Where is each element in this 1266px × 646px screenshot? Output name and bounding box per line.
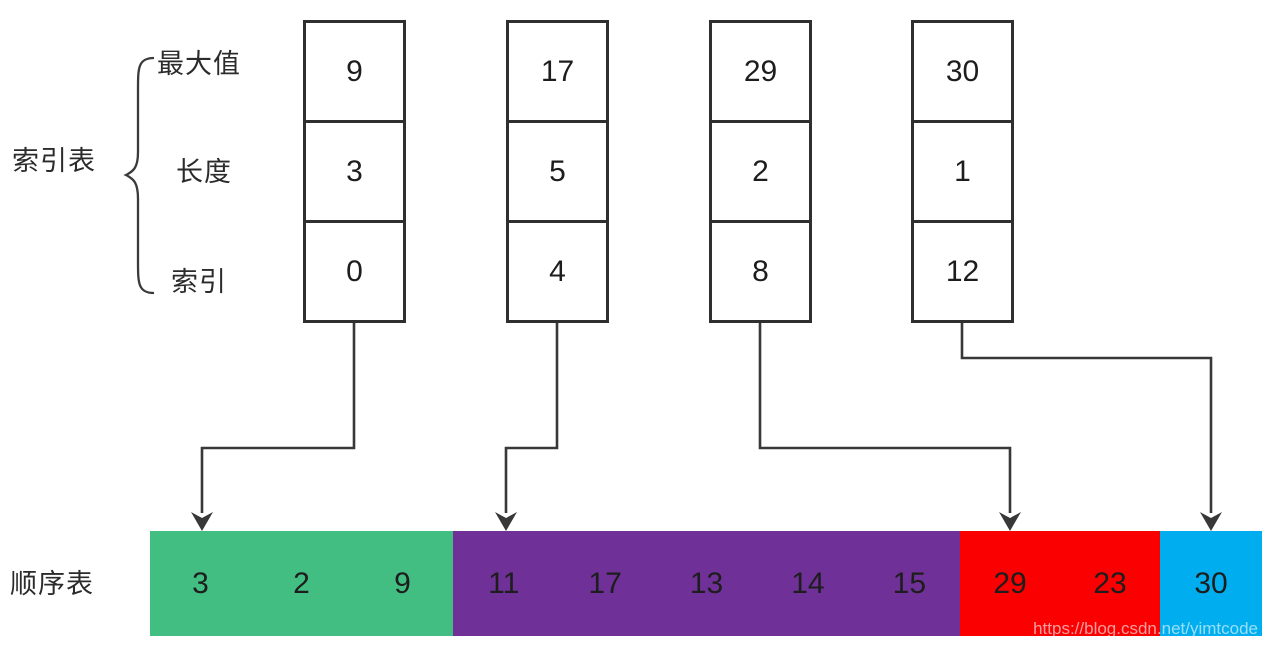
index-entry-2-index: 4 [509,223,606,320]
cell-value: 11 [488,566,520,600]
cell-value: 13 [689,566,724,600]
cell-value: 9 [346,54,363,88]
index-entry-4: 30 1 12 [911,20,1014,323]
sequence-cell: 3 [150,531,251,636]
cell-value: 9 [394,566,411,600]
cell-value: 30 [945,54,980,88]
cell-value: 2 [293,566,310,600]
cell-value: 29 [743,54,778,88]
index-entry-3: 29 2 8 [709,20,812,323]
arrow-block-2 [495,323,559,531]
index-entry-2-max: 17 [509,23,606,123]
cell-value: 17 [540,54,575,88]
index-entry-4-index: 12 [914,223,1011,320]
arrow-block-4 [960,323,1222,531]
sequence-block-3: 29 23 [960,531,1160,636]
index-entry-1-index: 0 [306,223,403,320]
cell-value: 5 [549,154,566,188]
sequence-cell: 30 [1160,531,1262,636]
index-table-label: 索引表 [12,146,96,176]
arrow-block-1 [191,323,356,531]
cell-value: 17 [588,566,622,600]
cell-value: 3 [192,566,209,600]
index-entry-2: 17 5 4 [506,20,609,323]
cell-value: 3 [346,154,363,188]
cell-value: 15 [892,566,927,600]
index-entry-4-max: 30 [914,23,1011,123]
index-entry-1-length: 3 [306,123,403,223]
index-entry-1-max: 9 [306,23,403,123]
sequence-cell: 9 [352,531,453,636]
sequence-table-label: 顺序表 [10,569,94,599]
sequence-cell: 13 [656,531,757,636]
cell-value: 23 [1093,566,1127,600]
sequence-cell: 15 [859,531,960,636]
cell-value: 8 [752,254,769,288]
sequence-block-4: 30 [1160,531,1262,636]
index-entry-3-index: 8 [712,223,809,320]
cell-value: 0 [346,254,363,288]
sequence-cell: 29 [960,531,1060,636]
index-entry-4-length: 1 [914,123,1011,223]
sequence-cell: 2 [251,531,352,636]
row-label-index: 索引 [171,267,227,297]
watermark-url: https://blog.csdn.net/yimtcode [1033,619,1258,638]
index-entry-3-length: 2 [712,123,809,223]
cell-value: 29 [993,566,1027,600]
cell-value: 12 [945,254,980,288]
cell-value: 1 [954,154,971,188]
cell-value: 4 [549,254,566,288]
sequence-cell: 23 [1060,531,1160,636]
sequence-block-2: 11 17 13 14 15 [453,531,960,636]
curly-brace [123,56,155,295]
cell-value: 30 [1194,566,1228,600]
row-label-length: 长度 [176,157,232,187]
index-entry-3-max: 29 [712,23,809,123]
sequence-cell: 17 [554,531,655,636]
index-entry-1: 9 3 0 [303,20,406,323]
sequence-cell: 11 [453,531,554,636]
arrow-block-3 [758,323,1021,531]
sequence-cell: 14 [757,531,858,636]
cell-value: 14 [791,566,825,600]
row-label-max-value: 最大值 [157,49,241,79]
cell-value: 2 [752,154,769,188]
sequence-block-1: 3 2 9 [150,531,453,636]
index-entry-2-length: 5 [509,123,606,223]
